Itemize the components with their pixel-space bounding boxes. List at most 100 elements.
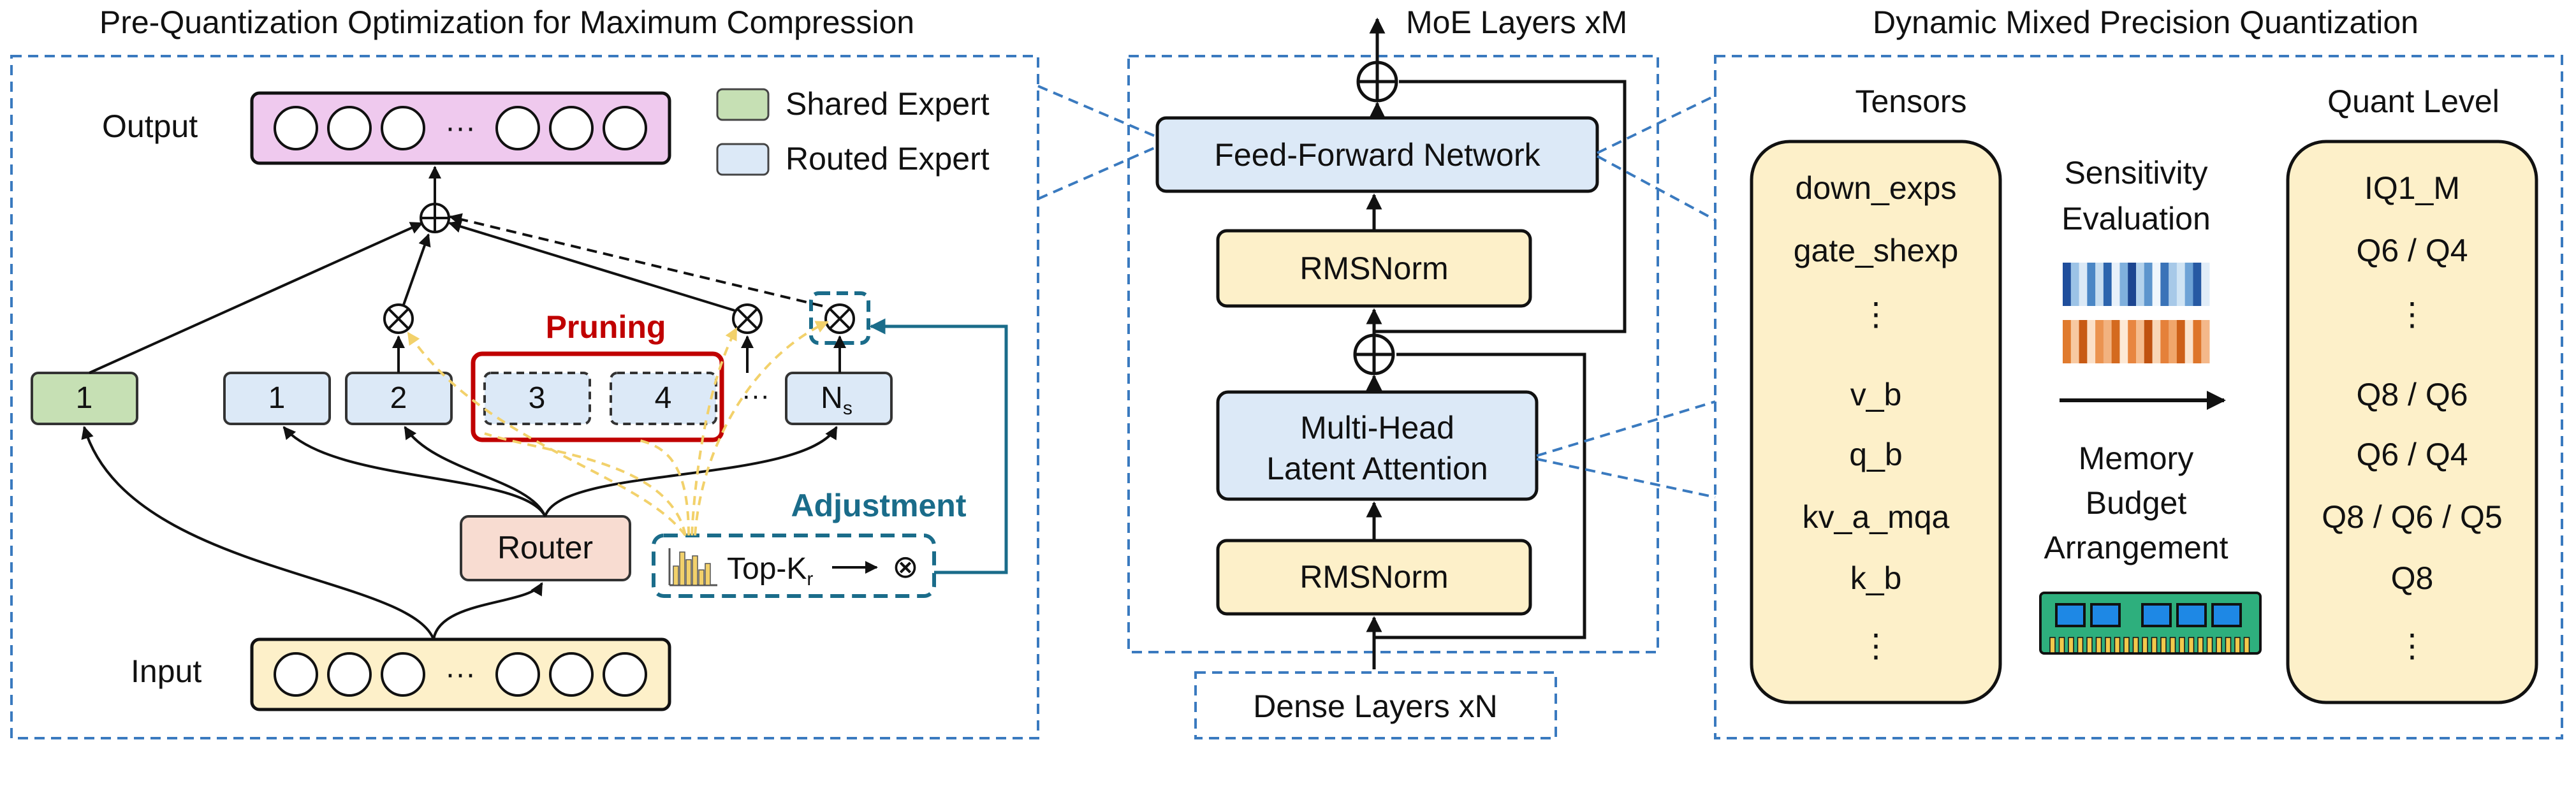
expert-ns-main: N bbox=[821, 381, 843, 415]
chip-pin bbox=[2188, 637, 2195, 653]
heatmap-stripe bbox=[2119, 320, 2128, 363]
multiply-node-ns bbox=[824, 303, 855, 334]
chip-pin bbox=[2105, 637, 2111, 653]
heatmap-stripe bbox=[2169, 320, 2177, 363]
routed-expert-2-label: 2 bbox=[390, 381, 407, 415]
pruning-frame bbox=[471, 351, 724, 442]
heatmap-stripe bbox=[2095, 320, 2104, 363]
heatmap-stripe bbox=[2128, 320, 2137, 363]
input-token-box: ··· bbox=[250, 637, 671, 711]
moe-layers-label: MoE Layers xM bbox=[1406, 4, 1627, 40]
tensor-item: q_b bbox=[1849, 437, 1902, 472]
output-ellipsis: ··· bbox=[445, 111, 476, 145]
dense-layers-label: Dense Layers xN bbox=[1253, 688, 1498, 724]
chip-pin bbox=[2123, 637, 2130, 653]
quant-item: Q6 / Q4 bbox=[2356, 233, 2468, 268]
sum-node bbox=[420, 203, 450, 233]
shared-expert-label: 1 bbox=[76, 381, 93, 415]
legend-routed-swatch bbox=[716, 143, 770, 176]
heatmap-stripe bbox=[2063, 320, 2072, 363]
chip-pin bbox=[2169, 637, 2176, 653]
left-panel-title: Pre-Quantization Optimization for Maximu… bbox=[99, 4, 914, 40]
topk-multiply: ⊗ bbox=[892, 549, 919, 585]
heatmap-stripe bbox=[2184, 320, 2193, 363]
tensor-item: kv_a_mqa bbox=[1803, 499, 1950, 535]
heatmap-stripe bbox=[2201, 263, 2210, 306]
heatmap-stripe bbox=[2193, 263, 2202, 306]
sensitivity-heatmap-orange bbox=[2063, 320, 2210, 363]
chip-pin bbox=[2206, 637, 2213, 653]
right-panel-title: Dynamic Mixed Precision Quantization bbox=[1873, 4, 2419, 40]
topk-main: Top-K bbox=[727, 552, 807, 586]
memory-line3: Arrangement bbox=[2044, 530, 2228, 565]
heatmap-stripe bbox=[2119, 263, 2128, 306]
quant-item: Q6 / Q4 bbox=[2356, 437, 2468, 472]
rmsnorm-bottom-label: RMSNorm bbox=[1299, 559, 1448, 595]
heatmap-stripe bbox=[2111, 263, 2120, 306]
heatmap-stripe bbox=[2152, 263, 2161, 306]
output-token-box: ··· bbox=[250, 91, 671, 165]
sensitivity-line2: Evaluation bbox=[2061, 201, 2211, 236]
chip-pin bbox=[2095, 637, 2102, 653]
chip-pin bbox=[2225, 637, 2232, 653]
adjustment-label: Adjustment bbox=[791, 488, 967, 523]
tensors-box bbox=[1750, 140, 2002, 704]
heatmap-stripe bbox=[2201, 320, 2210, 363]
topk-label: Top-Kr bbox=[727, 552, 813, 590]
panel-connectors bbox=[1037, 85, 1716, 498]
legend-shared-swatch bbox=[716, 88, 770, 121]
pruned-expert-3-label: 3 bbox=[529, 381, 546, 415]
multiply-node-ellipsis bbox=[732, 303, 763, 334]
heatmap-stripe bbox=[2160, 320, 2169, 363]
arrow-router-to-expertns bbox=[544, 426, 838, 517]
heatmap-stripe bbox=[2144, 263, 2153, 306]
chip-pin bbox=[2197, 637, 2204, 653]
chip-pin bbox=[2058, 637, 2065, 653]
heatmap-stripe bbox=[2176, 320, 2186, 363]
heatmap-stripe bbox=[2193, 320, 2202, 363]
ffn-label: Feed-Forward Network bbox=[1214, 137, 1540, 173]
heatmap-stripe bbox=[2152, 320, 2161, 363]
histogram-icon bbox=[668, 548, 717, 586]
chip-pin bbox=[2160, 637, 2167, 653]
arrow-input-to-router bbox=[432, 582, 543, 640]
heatmap-stripe bbox=[2136, 320, 2145, 363]
heatmap-stripe bbox=[2070, 320, 2080, 363]
topk-sub: r bbox=[807, 569, 813, 590]
expert-ns-label: Ns bbox=[821, 381, 853, 419]
tensors-header: Tensors bbox=[1855, 84, 1966, 119]
dense-layers-frame bbox=[1194, 671, 1557, 739]
mla-label-line1: Multi-Head bbox=[1300, 410, 1454, 446]
residual-path-lower bbox=[1374, 353, 1586, 639]
arrow-shared-to-sum bbox=[89, 222, 423, 374]
gating-arrows bbox=[407, 321, 829, 537]
mla-label-line2: Latent Attention bbox=[1266, 451, 1488, 486]
quant-box bbox=[2286, 140, 2538, 704]
residual-sum-top bbox=[1356, 61, 1398, 103]
input-ellipsis: ··· bbox=[445, 657, 476, 691]
adjustment-feedback-line bbox=[869, 318, 1008, 574]
pruning-label: Pruning bbox=[546, 309, 666, 345]
heatmap-stripe bbox=[2103, 320, 2112, 363]
heatmap-stripe bbox=[2103, 263, 2112, 306]
heatmap-stripe bbox=[2087, 263, 2096, 306]
memory-line2: Budget bbox=[2086, 485, 2187, 521]
pruned-expert-4-label: 4 bbox=[655, 381, 672, 415]
routed-expert-1-label: 1 bbox=[268, 381, 286, 415]
rmsnorm-top-label: RMSNorm bbox=[1299, 251, 1448, 286]
memory-chip-icon bbox=[2039, 592, 2262, 655]
adjusted-multiply-frame bbox=[809, 291, 870, 345]
heatmap-stripe bbox=[2063, 263, 2072, 306]
quant-item: IQ1_M bbox=[2364, 170, 2460, 206]
topk-frame bbox=[652, 534, 936, 598]
chip-pin bbox=[2234, 637, 2241, 653]
chip-pin bbox=[2086, 637, 2093, 653]
routed-ellipsis: ··· bbox=[742, 380, 770, 411]
heatmap-stripe bbox=[2160, 263, 2169, 306]
heatmap-stripe bbox=[2095, 263, 2104, 306]
chip-pin bbox=[2077, 637, 2084, 653]
legend-shared-label: Shared Expert bbox=[786, 86, 990, 122]
memory-line1: Memory bbox=[2079, 440, 2194, 476]
chip-pin bbox=[2179, 637, 2185, 653]
tensor-item: v_b bbox=[1850, 377, 1902, 412]
